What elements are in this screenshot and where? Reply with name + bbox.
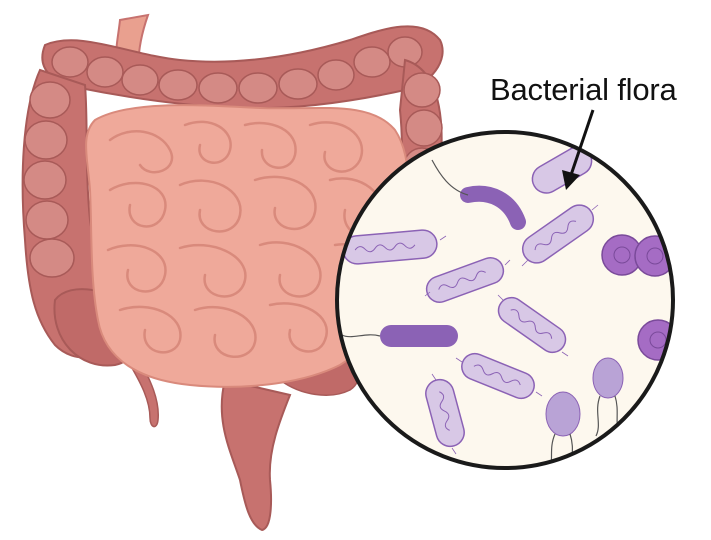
magnified-view: [337, 132, 678, 472]
rectum: [222, 380, 290, 530]
bacterial-flora-label: Bacterial flora: [490, 72, 677, 108]
